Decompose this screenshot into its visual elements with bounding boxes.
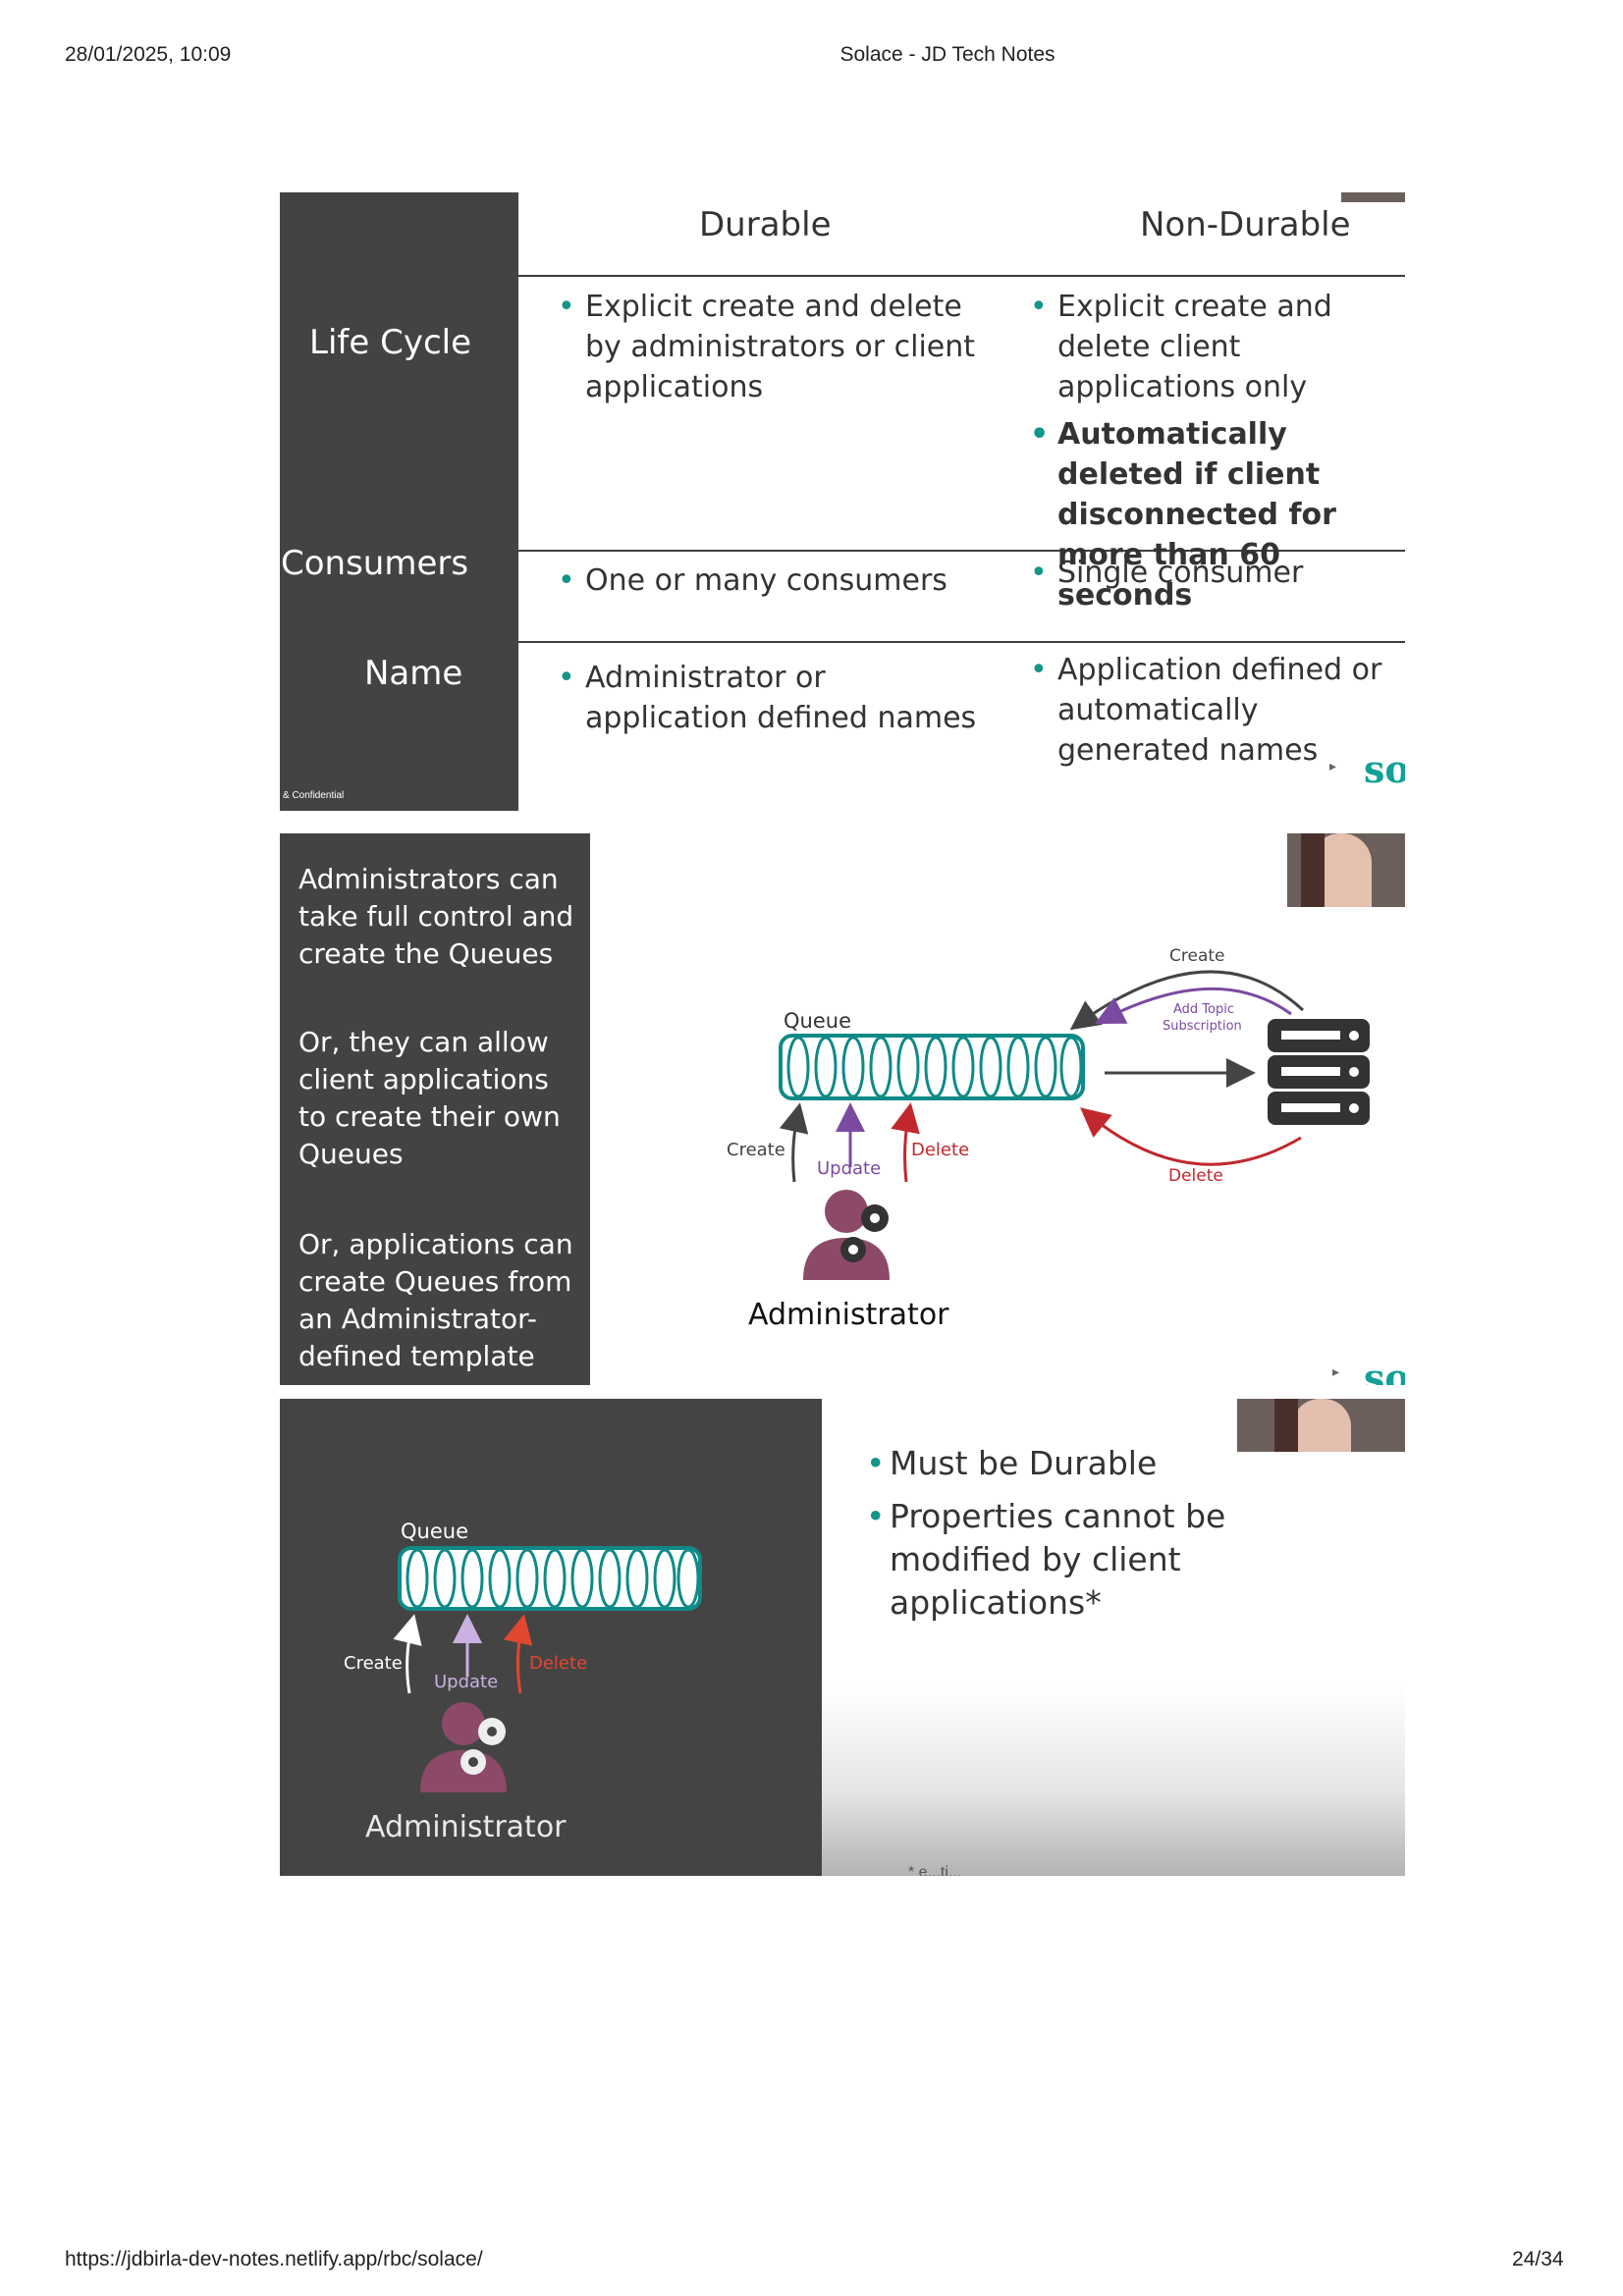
webcam-thumbnail xyxy=(1287,833,1405,907)
cursor-icon: ▸ xyxy=(1332,1363,1340,1379)
cell-name-durable: Administrator or application defined nam… xyxy=(558,658,980,745)
webcam-hair xyxy=(1274,1399,1298,1452)
cell-lifecycle-non-durable: Explicit create and delete client applic… xyxy=(1030,287,1405,622)
broker-subscription-label: Subscription xyxy=(1163,1019,1242,1034)
confidential-note: & Confidential xyxy=(283,790,345,801)
list-item: Application defined or automatically gen… xyxy=(1030,650,1405,771)
webcam-thumbnail xyxy=(1237,1399,1405,1452)
column-header-non-durable: Non-Durable xyxy=(1140,205,1351,244)
webcam-hair xyxy=(1301,833,1325,907)
table-divider xyxy=(518,641,1405,643)
admin-delete-label: Delete xyxy=(529,1653,587,1674)
cell-name-non-durable: Application defined or automatically gen… xyxy=(1030,650,1405,777)
print-page-number: 24/34 xyxy=(1512,2248,1564,2270)
brand-logo-text: sol xyxy=(1364,1356,1405,1385)
cell-lifecycle-durable: Explicit create and delete by administra… xyxy=(558,287,990,414)
admin-queue-diagram: Queue Create Update Delete Administrator xyxy=(344,1520,702,1844)
webcam-person xyxy=(1292,1399,1351,1452)
administrator-icon xyxy=(803,1190,890,1280)
administrator-icon xyxy=(420,1702,507,1792)
slide-diagram-panel: Queue Create Update Delete Administrator xyxy=(280,1399,822,1876)
admin-create-label: Create xyxy=(727,1140,785,1160)
administrator-label: Administrator xyxy=(365,1810,567,1844)
list-item: Administrator or application defined nam… xyxy=(558,658,980,738)
list-item: One or many consumers xyxy=(558,561,990,601)
list-item: Explicit create and delete client applic… xyxy=(1030,287,1405,407)
webcam-thumbnail xyxy=(1341,192,1405,202)
list-item: Must be Durable xyxy=(866,1442,1377,1485)
sidebar-paragraph: Or, they can allow client applications t… xyxy=(298,1026,561,1170)
admin-update-label: Update xyxy=(817,1158,881,1179)
cursor-icon: ▸ xyxy=(1329,758,1337,774)
print-title: Solace - JD Tech Notes xyxy=(839,43,1055,66)
cell-consumers-non-durable: Single consumer xyxy=(1030,553,1405,600)
row-label-lifecycle: Life Cycle xyxy=(309,323,472,362)
cell-consumers-durable: One or many consumers xyxy=(558,561,990,608)
admin-create-label: Create xyxy=(344,1653,403,1674)
print-datetime: 28/01/2025, 10:09 xyxy=(65,43,232,66)
server-icon xyxy=(1268,1019,1370,1125)
sidebar-paragraph: Or, applications can create Queues from … xyxy=(298,1228,573,1372)
footnote: * e...ti... xyxy=(908,1864,962,1876)
queue-label: Queue xyxy=(401,1520,468,1543)
slide-sidebar xyxy=(280,192,518,811)
administrator-label: Administrator xyxy=(748,1298,949,1332)
queue-label: Queue xyxy=(784,1009,851,1033)
queue-cylinder xyxy=(779,1034,1085,1100)
slide-bullet-list: Must be Durable Properties cannot be mod… xyxy=(866,1442,1377,1634)
brand-logo-text: sol xyxy=(1364,747,1405,791)
column-header-durable: Durable xyxy=(699,205,832,244)
list-item: Single consumer xyxy=(1030,553,1405,593)
slide-admin-queue: Queue Create Update Delete Administrator… xyxy=(280,1399,1405,1876)
table-divider xyxy=(518,550,1405,552)
row-label-consumers: Consumers xyxy=(281,544,469,583)
row-label-name: Name xyxy=(364,654,463,693)
sidebar-paragraph: Administrators can take full control and… xyxy=(298,863,574,970)
list-item: Properties cannot be modified by client … xyxy=(866,1495,1377,1625)
admin-update-label: Update xyxy=(434,1672,498,1692)
print-url[interactable]: https://jdbirla-dev-notes.netlify.app/rb… xyxy=(65,2248,483,2270)
slide-durability-comparison: Life Cycle Consumers Name & Confidential… xyxy=(280,192,1405,811)
broker-delete-label: Delete xyxy=(1168,1166,1223,1186)
list-item: Explicit create and delete by administra… xyxy=(558,287,990,407)
slide-queue-creation: Administrators can take full control and… xyxy=(280,833,1405,1385)
table-divider xyxy=(518,275,1405,277)
broker-add-topic-label: Add Topic xyxy=(1173,1002,1234,1017)
slide-sidebar: Administrators can take full control and… xyxy=(280,833,590,1385)
queue-cylinder xyxy=(398,1546,702,1611)
admin-delete-label: Delete xyxy=(911,1140,969,1160)
broker-create-label: Create xyxy=(1169,946,1225,966)
queue-lifecycle-diagram: Queue Create Update Delete Administrator xyxy=(727,946,1370,1332)
